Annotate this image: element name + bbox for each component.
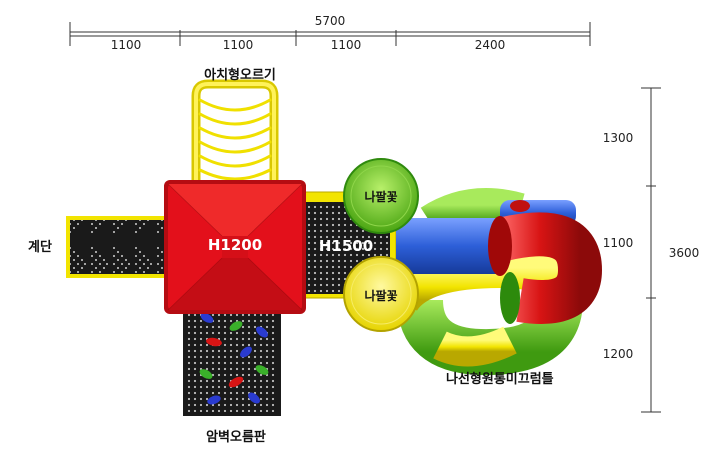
width-segment-1: 1100 (110, 38, 142, 52)
arch-climber-label: 아치형오르기 (204, 68, 276, 83)
top-dimension-lines (69, 22, 591, 46)
depth-segment-1: 1300 (602, 131, 634, 145)
trumpet-flower-bottom (343, 256, 419, 332)
deck-h1200-label: H1200 (207, 236, 263, 254)
spiral-tube-label: 나선형원통미끄럼틀 (446, 372, 554, 387)
total-width-label: 5700 (314, 14, 346, 28)
trumpet-bottom-label: 나팔꽃 (364, 289, 398, 303)
stairs-panel (66, 216, 170, 278)
width-segment-2: 1100 (222, 38, 254, 52)
trumpet-top-label: 나팔꽃 (364, 190, 398, 204)
spiral-tube-slide (383, 188, 603, 376)
climbing-wall-label: 암벽오름판 (206, 430, 266, 445)
right-dimension-lines (641, 87, 661, 413)
stairs-label: 계단 (28, 240, 52, 255)
climbing-wall-panel (183, 300, 281, 416)
climbing-holds (199, 313, 269, 405)
width-segment-3: 1100 (330, 38, 362, 52)
deck-h1500-label: H1500 (318, 237, 374, 255)
arch-climber (191, 79, 279, 185)
total-depth-label: 3600 (668, 246, 700, 260)
trumpet-flower-top (343, 158, 419, 234)
width-segment-4: 2400 (474, 38, 506, 52)
deck-h1200-roof (164, 180, 306, 314)
depth-segment-2: 1100 (602, 236, 634, 250)
depth-segment-3: 1200 (602, 347, 634, 361)
